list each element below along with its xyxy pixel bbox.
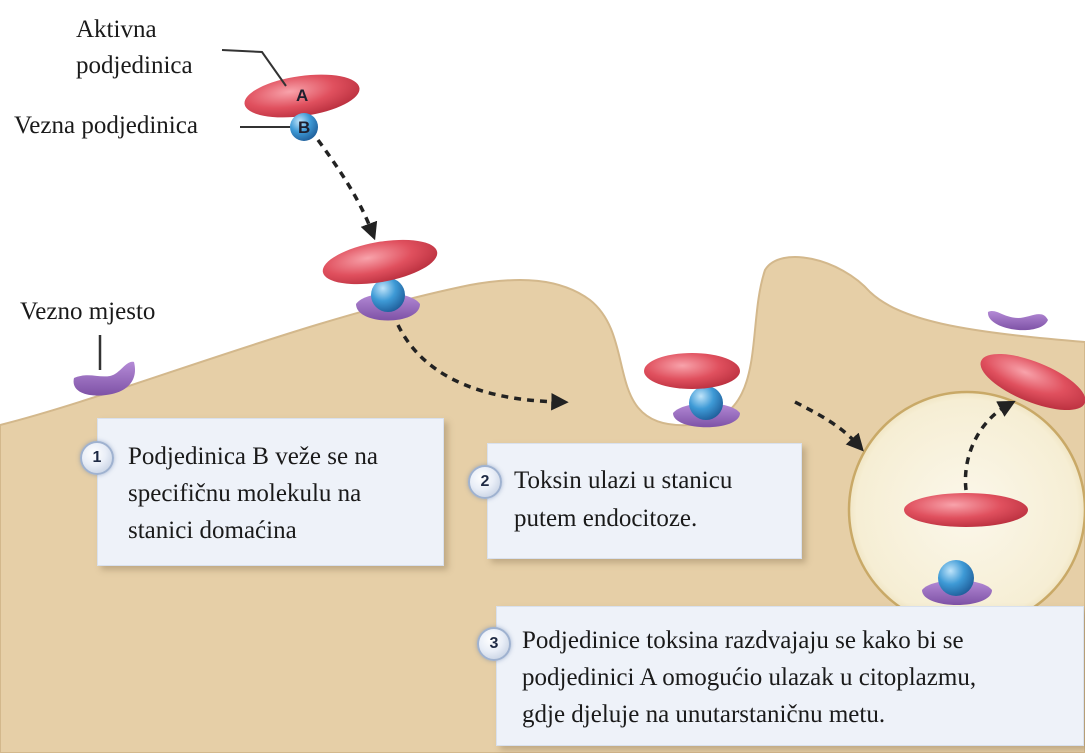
step-1-box (97, 418, 444, 566)
step-2-text-line2: putem endocitoze. (514, 505, 698, 532)
step-3-text-line2: podjedinici A omogućio ulazak u citoplaz… (522, 664, 977, 691)
step-3-text-line3: gdje djeluje na unutarstaničnu metu. (522, 701, 886, 728)
active-subunit-released (980, 354, 1085, 410)
step-1-text-line3: stanici domaćina (128, 517, 297, 544)
receptor-surface-right (987, 311, 1048, 331)
subunit-b-letter: B (298, 118, 310, 137)
binding-subunit-label: Vezna podjedinica (14, 112, 198, 139)
active-subunit-label-line2: podjedinica (76, 52, 193, 79)
step-3-text-line1: Podjedinice toksina razdvajaju se kako b… (522, 627, 964, 654)
arrow-to-vesicle (794, 400, 864, 452)
step-2-number: 2 (468, 465, 502, 499)
step-2-text-line1: Toksin ulazi u stanicu (514, 467, 733, 494)
arrow-to-endocytosis (396, 324, 569, 411)
active-subunit-label-line1: Aktivna (76, 16, 157, 43)
active-subunit-bound (322, 239, 438, 285)
vesicle-receptor-complex (922, 560, 992, 605)
binding-site-receptor (73, 361, 136, 396)
active-subunit-a (244, 74, 360, 118)
step-3-box (496, 606, 1084, 746)
active-subunit-pointer (221, 49, 287, 87)
step-3-number: 3 (477, 627, 511, 661)
binding-subunit-in-pit (689, 386, 723, 420)
subunit-a-letter: A (296, 86, 308, 105)
binding-site-label: Vezno mjesto (20, 298, 156, 325)
arrow-toxin-to-cell (316, 138, 378, 241)
binding-subunit-in-vesicle (938, 560, 974, 596)
step-1-text-line2: specifičnu molekulu na (128, 480, 362, 507)
binding-subunit-b (290, 113, 318, 141)
binding-subunit-bound (371, 278, 405, 312)
active-subunit-in-pit (644, 353, 740, 389)
step-1-text-line1: Podjedinica B veže se na (128, 443, 378, 470)
active-subunit-in-vesicle (904, 493, 1028, 527)
bound-toxin (322, 239, 438, 321)
step-1-number: 1 (80, 441, 114, 475)
step-2-box (487, 443, 802, 559)
toxin-in-pit (644, 353, 740, 428)
